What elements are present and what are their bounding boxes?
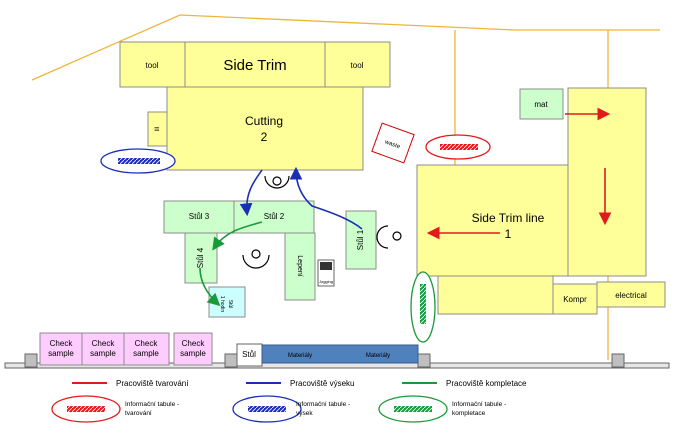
blue-arrow-cutting-to-stul2 xyxy=(239,169,263,217)
operator-marker-cutting xyxy=(264,175,290,189)
side-trim-label: Side Trim xyxy=(223,57,286,74)
mat-zone xyxy=(519,88,564,120)
legend-board-vysek-2: výsek xyxy=(296,410,313,417)
materialy-label-2: Materiály xyxy=(366,353,390,359)
check-sample-4-line1: Check xyxy=(182,339,206,348)
kompr-label: Kompr xyxy=(563,295,587,304)
side-trim-line-lower-zone xyxy=(437,275,554,315)
stul-bottom-label: Stůl xyxy=(242,350,256,359)
stul-4-label: Stůl 4 xyxy=(196,247,205,268)
waste-box: waste xyxy=(371,122,415,164)
lepeni-label: Lepení xyxy=(296,255,303,276)
stul-1-hodin-label-2: 1 hodin xyxy=(219,296,225,313)
operator-marker-tables xyxy=(242,249,270,269)
legend-board-tvar-1: Informační tabule - xyxy=(125,401,179,408)
legend: Pracoviště tvarování Pracoviště výseku P… xyxy=(51,379,527,423)
side-trim-line-zone xyxy=(416,164,569,277)
small-box xyxy=(147,111,168,147)
small-box-label: III xyxy=(155,126,161,131)
check-sample-4: Check sample xyxy=(173,332,213,366)
legend-board-vysek-1: Informační tabule - xyxy=(296,401,350,408)
check-sample-3-line1: Check xyxy=(135,339,159,348)
green-arrow-stul4-to-box xyxy=(199,267,221,307)
legend-tvarovani: Pracoviště tvarování xyxy=(116,379,189,388)
check-sample-4-line2: sample xyxy=(180,349,206,358)
legend-board-komp-2: kompletace xyxy=(452,410,486,417)
green-arrow-stul2-to-stul4 xyxy=(212,221,263,251)
stul-1-hodin-label-1: Stůl xyxy=(227,300,234,309)
side-trim-zone xyxy=(184,41,326,88)
info-board-tvarovani-bar xyxy=(440,144,478,150)
electrical-zone xyxy=(596,281,666,308)
materialy-bar xyxy=(261,344,419,364)
mat-label: mat xyxy=(534,100,548,109)
info-board-vysek-bar xyxy=(118,158,160,164)
legend-kompletace: Pracoviště kompletace xyxy=(446,379,527,388)
electrical-label: electrical xyxy=(615,291,647,300)
jogging-machine xyxy=(320,262,332,270)
check-sample-1-line2: sample xyxy=(48,349,74,358)
blue-arrow-stul1-to-cutting xyxy=(289,166,363,230)
cutting-number: 2 xyxy=(261,130,268,144)
stul-3-table xyxy=(163,200,235,234)
check-sample-1: Check sample xyxy=(39,332,83,366)
jogging-label: Jogging xyxy=(319,279,333,284)
legend-board-green-bar xyxy=(394,406,432,412)
wall-pillars xyxy=(24,353,625,368)
check-sample-3: Check sample xyxy=(123,332,170,366)
right-conveyor-zone xyxy=(567,87,647,277)
stul-1-hodin-box xyxy=(208,286,246,318)
check-sample-3-line2: sample xyxy=(133,349,159,358)
check-sample-2-line1: Check xyxy=(92,339,116,348)
materialy-label-1: Materiály xyxy=(288,353,312,359)
stul-1-table xyxy=(345,210,377,270)
waste-label: waste xyxy=(383,139,401,151)
lepeni-table xyxy=(284,232,316,301)
side-trim-line-label: Side Trim line xyxy=(472,211,545,225)
check-sample-2-line2: sample xyxy=(90,349,116,358)
legend-board-red-bar xyxy=(67,406,105,412)
check-sample-1-line1: Check xyxy=(50,339,74,348)
operator-marker-line xyxy=(376,225,402,249)
tool-right-label: tool xyxy=(351,61,364,70)
check-sample-2: Check sample xyxy=(81,332,125,366)
side-trim-line-number: 1 xyxy=(505,227,512,241)
tool-left-label: tool xyxy=(146,61,159,70)
stul-1-label: Stůl 1 xyxy=(356,229,365,250)
legend-board-blue-bar xyxy=(248,406,286,412)
stul-3-label: Stůl 3 xyxy=(189,212,210,221)
stul-2-label: Stůl 2 xyxy=(264,212,285,221)
cutting-zone xyxy=(166,86,364,171)
cutting-label: Cutting xyxy=(245,114,283,128)
legend-vyseku: Pracoviště výseku xyxy=(290,379,354,388)
legend-board-tvar-2: tvarování xyxy=(125,410,152,417)
info-board-kompletace-side-bar xyxy=(420,284,426,324)
legend-board-komp-1: Informační tabule - xyxy=(452,401,506,408)
tool-right-zone xyxy=(324,41,391,88)
tool-left-zone xyxy=(119,41,186,88)
kompr-zone xyxy=(552,283,598,315)
